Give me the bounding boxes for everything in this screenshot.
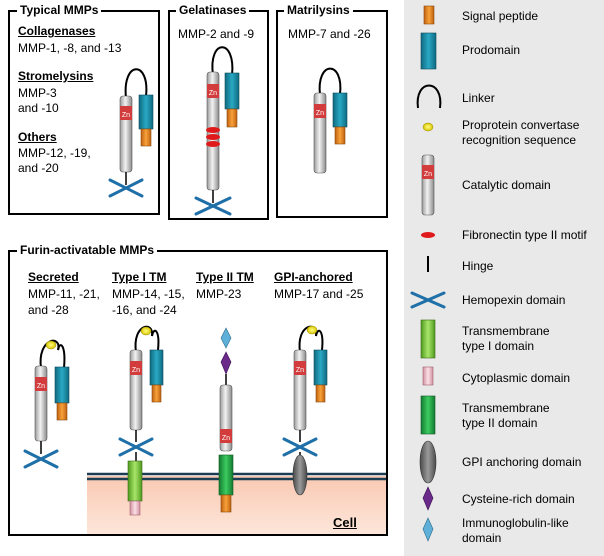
legend-label-fibronectin: Fibronectin type II motif <box>462 228 587 242</box>
matrilysins-members: MMP-7 and -26 <box>288 27 371 41</box>
stromelysins-members-line1: MMP-3 <box>18 86 57 100</box>
gpi-anchored-mmp-structure: Zn <box>282 325 328 496</box>
secreted-members-line2: and -28 <box>28 303 69 317</box>
stromelysins-members-line2: and -10 <box>18 101 59 115</box>
catalytic-domain-icon: Zn <box>421 154 435 216</box>
others-title: Others <box>18 130 57 144</box>
zn-label-type2: Zn <box>222 435 230 442</box>
legend-label-proprotein-convertase: Proprotein convertase recognition sequen… <box>462 118 580 147</box>
gpi-anchor-icon <box>419 440 437 484</box>
immunoglobulin-like-icon <box>422 517 434 542</box>
transmembrane-type1-icon <box>420 319 436 359</box>
collagenases-title: Collagenases <box>18 24 96 38</box>
typical-mmps-panel <box>8 10 160 215</box>
legend-label-hinge: Hinge <box>462 259 494 273</box>
prodomain-icon <box>420 32 437 70</box>
legend-label-transmembrane-type2: Transmembrane type II domain <box>462 401 550 430</box>
cytoplasmic-domain-icon <box>422 366 434 386</box>
type1-tm-title: Type I TM <box>112 270 167 284</box>
gpi-anchored-title: GPI-anchored <box>274 270 353 284</box>
legend-label-cytoplasmic: Cytoplasmic domain <box>462 371 571 385</box>
others-members-line1: MMP-12, -19, <box>18 146 91 160</box>
legend-label-gpi-anchor: GPI anchoring domain <box>462 455 582 469</box>
proprotein-convertase-icon <box>422 122 434 132</box>
others-members-line2: and -20 <box>18 161 59 175</box>
legend-panel <box>404 0 604 556</box>
type1-tm-mmp-structure: Zn <box>118 325 164 516</box>
hemopexin-icon <box>410 291 446 309</box>
signal-peptide-icon <box>423 5 435 25</box>
cysteine-rich-icon <box>422 486 434 511</box>
gpi-anchored-members-line1: MMP-17 and -25 <box>274 287 364 301</box>
secreted-title: Secreted <box>28 270 79 284</box>
legend-label-linker: Linker <box>462 91 495 105</box>
type2-tm-mmp-structure: Zn <box>218 327 234 513</box>
type1-tm-members-line1: MMP-14, -15, <box>112 287 185 301</box>
legend-label-cysteine-rich: Cysteine-rich domain <box>462 492 575 506</box>
furin-activatable-title: Furin-activatable MMPs <box>17 243 158 257</box>
legend-label-transmembrane-type1: Transmembrane type I domain <box>462 324 550 353</box>
stromelysins-title: Stromelysins <box>18 69 94 83</box>
zn-label-gpi: Zn <box>296 367 304 374</box>
legend-label-hemopexin: Hemopexin domain <box>462 293 566 307</box>
matrilysin-structure: Zn <box>313 67 348 174</box>
legend-label-catalytic-domain: Catalytic domain <box>462 178 551 192</box>
legend-label-signal-peptide: Signal peptide <box>462 9 539 23</box>
matrilysins-title: Matrilysins <box>284 3 353 17</box>
type2-tm-members-line1: MMP-23 <box>196 287 242 301</box>
linker-icon <box>416 84 442 109</box>
typical-mmps-title: Typical MMPs <box>17 3 102 17</box>
zn-label-secreted: Zn <box>37 383 45 390</box>
legend-label-prodomain: Prodomain <box>462 43 521 57</box>
secreted-mmp-structure: Zn <box>23 339 70 469</box>
typical-mmp-structure: Zn <box>108 68 154 198</box>
legend-label-immunoglobulin-like: Immunoglobulin-like domain <box>462 516 569 545</box>
cell-label: Cell <box>333 515 357 530</box>
collagenases-members: MMP-1, -8, and -13 <box>18 41 122 55</box>
type1-tm-members-line2: -16, and -24 <box>112 303 177 317</box>
zn-label-type1: Zn <box>132 367 140 374</box>
zn-label-matrilysin: Zn <box>316 110 324 117</box>
gelatinases-title: Gelatinases <box>176 3 250 17</box>
gelatinase-structure: Zn <box>194 46 240 216</box>
secreted-members-line1: MMP-11, -21, <box>28 287 100 301</box>
fibronectin-icon <box>421 232 435 238</box>
transmembrane-type2-icon <box>420 395 436 435</box>
type2-tm-title: Type II TM <box>196 270 254 284</box>
zn-label-gelatinase: Zn <box>209 90 217 97</box>
svg-text:Zn: Zn <box>424 171 432 178</box>
gelatinases-members: MMP-2 and -9 <box>178 27 255 41</box>
zn-label-typical: Zn <box>122 112 130 119</box>
